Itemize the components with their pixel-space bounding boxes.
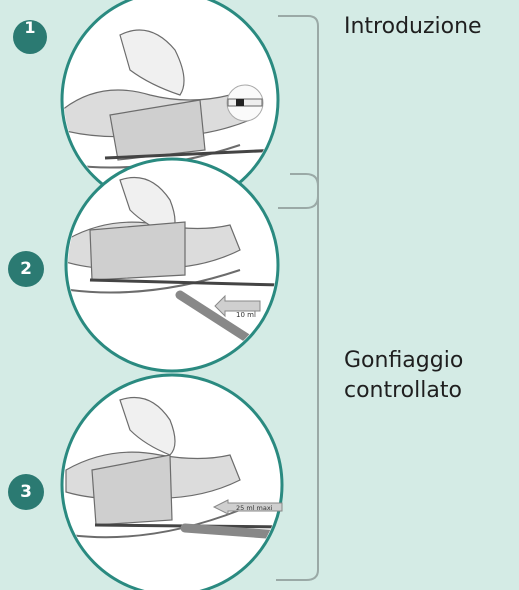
- step3-volume-label: 25 ml maxi: [236, 504, 273, 512]
- bracket-controlled-inflation: [276, 173, 319, 581]
- illustration-step-3: 25 ml maxi: [60, 373, 284, 590]
- step-3-number: 3: [20, 482, 32, 502]
- step-2-badge: 2: [8, 251, 44, 287]
- step-1-number: 1: [24, 18, 36, 37]
- inflation-label-line2: controllato: [344, 378, 462, 403]
- introduction-label: Introduzione: [344, 14, 482, 39]
- step-2-number: 2: [20, 259, 32, 279]
- bracket-introduction: [278, 15, 319, 209]
- step-1-badge: 1: [13, 18, 47, 54]
- step2-volume-label: 10 ml: [236, 311, 256, 319]
- illustration-step-1: [60, 0, 280, 210]
- controlled-inflation-label: Gonfiaggio controllato: [344, 346, 514, 406]
- inflation-label-line1: Gonfiaggio: [344, 348, 464, 373]
- step-3-badge: 3: [8, 474, 44, 510]
- illustration-step-2: 10 ml: [64, 157, 280, 373]
